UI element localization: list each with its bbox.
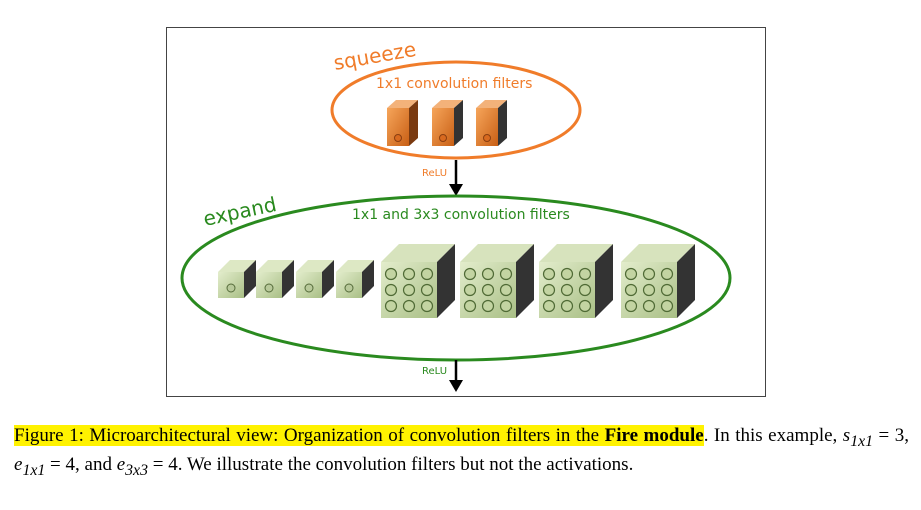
expand-1x1-filter-1: [218, 260, 256, 298]
expand-3x3-filter-3: [539, 244, 613, 318]
expand-3x3-filter-4: [621, 244, 695, 318]
squeeze-filter-3: [476, 100, 507, 146]
math-s-eq: = 3,: [873, 425, 909, 446]
caption-fire-module: Fire module: [604, 425, 704, 446]
math-s-sub: 1x1: [850, 432, 874, 450]
expand-3x3-filter-2: [460, 244, 534, 318]
caption-highlight: Figure 1: Microarchitectural view: Organ…: [14, 425, 704, 446]
math-s-var: s: [842, 425, 851, 446]
relu-label-bottom: ReLU: [422, 366, 447, 377]
math-e1-var: e: [14, 453, 23, 475]
expand-label: expand: [201, 192, 278, 231]
expand-3x3-filter-1: [381, 244, 455, 318]
squeeze-label: squeeze: [332, 37, 418, 75]
relu-label-top: ReLU: [422, 168, 447, 179]
figure-caption: Figure 1: Microarchitectural view: Organ…: [14, 424, 909, 482]
squeeze-filter-1: [387, 100, 418, 146]
relu-arrowhead-bottom: [449, 380, 463, 392]
math-e3-eq: = 4. We illustrate the convolution filte…: [148, 453, 634, 475]
squeeze-filters-label: 1x1 convolution filters: [376, 76, 532, 92]
expand-3x3-filters: [381, 244, 695, 318]
fire-module-diagram: squeeze 1x1 convolution filters ReLU exp…: [180, 37, 732, 392]
expand-1x1-filter-2: [256, 260, 294, 298]
math-e3-var: e: [116, 453, 126, 475]
math-e1-eq: = 4, and: [45, 453, 117, 475]
math-e1-sub: 1x1: [22, 461, 46, 479]
caption-after-bold: . In this example,: [703, 425, 843, 446]
squeeze-ellipse: [330, 60, 582, 160]
expand-filters-label: 1x1 and 3x3 convolution filters: [352, 207, 570, 223]
squeeze-filter-2: [432, 100, 463, 146]
expand-1x1-filter-3: [296, 260, 334, 298]
math-e3-sub: 3x3: [125, 461, 148, 479]
figure-frame: [166, 27, 766, 397]
relu-arrowhead-top: [449, 184, 463, 196]
caption-prefix: Figure 1: Microarchitectural view: Organ…: [14, 425, 605, 446]
expand-1x1-filter-4: [336, 260, 374, 298]
